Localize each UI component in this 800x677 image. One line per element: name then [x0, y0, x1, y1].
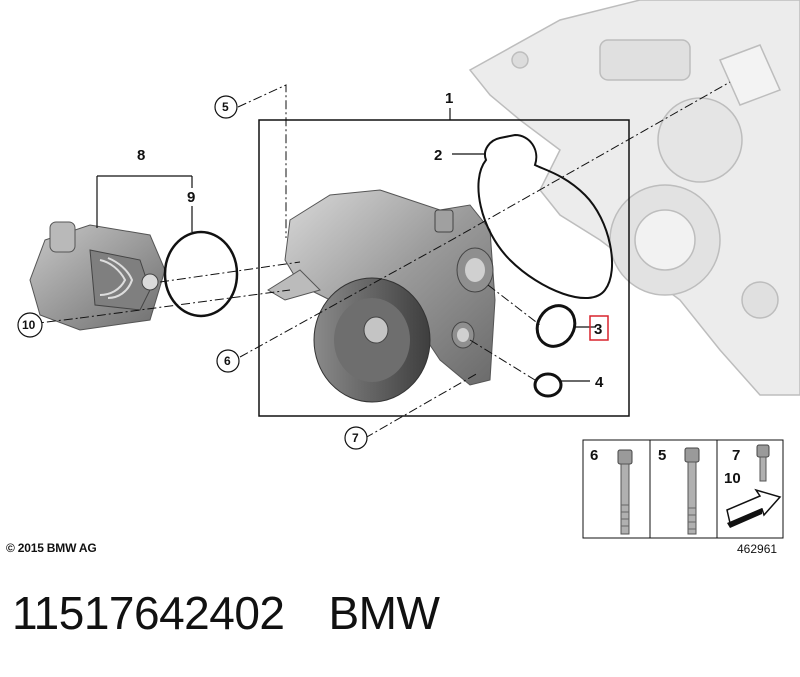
- brand-name: BMW: [328, 587, 440, 639]
- diagram-id: 462961: [737, 542, 777, 556]
- legend-bolt-10: 10: [724, 470, 741, 487]
- callout-3[interactable]: 3: [594, 321, 602, 338]
- gasket-2: [477, 133, 613, 299]
- callout-10: 10: [22, 318, 36, 332]
- bolt-legend: 6 5 7 10: [582, 439, 784, 539]
- bolt-7-icon: [756, 444, 770, 482]
- o-ring-3: [535, 304, 577, 348]
- thermostat-8: [29, 221, 166, 331]
- bolt-5-icon: [684, 447, 700, 535]
- callout-9[interactable]: 9: [187, 189, 195, 206]
- callout-5: 5: [222, 100, 229, 114]
- legend-bolt-5: 5: [658, 447, 666, 464]
- callout-2[interactable]: 2: [434, 147, 442, 164]
- callout-5-circle[interactable]: 5: [214, 95, 238, 119]
- footer-caption: 11517642402 BMW: [12, 586, 440, 640]
- callout-4[interactable]: 4: [595, 374, 604, 391]
- o-ring-4: [533, 372, 563, 398]
- assembly-frame: [258, 119, 630, 417]
- water-pump: [267, 189, 496, 403]
- legend-bolt-6: 6: [590, 447, 598, 464]
- callout-7: 7: [352, 431, 359, 445]
- callout-6-circle[interactable]: 6: [216, 349, 240, 373]
- part-number: 11517642402: [12, 587, 285, 639]
- arrow-icon: [726, 488, 782, 528]
- callout-6: 6: [224, 354, 231, 368]
- seal-ring-9: [163, 230, 239, 318]
- copyright-text: © 2015 BMW AG: [6, 541, 97, 555]
- callout-8[interactable]: 8: [137, 147, 145, 164]
- callout-1[interactable]: 1: [445, 90, 453, 107]
- engine-block-background: [468, 0, 800, 396]
- legend-bolt-7: 7: [732, 447, 740, 464]
- callout-10-circle[interactable]: 10: [17, 312, 43, 338]
- callout-7-circle[interactable]: 7: [344, 426, 368, 450]
- bolt-6-icon: [617, 449, 633, 535]
- callout-3-highlight: [589, 315, 609, 341]
- leader-lines: [96, 108, 596, 382]
